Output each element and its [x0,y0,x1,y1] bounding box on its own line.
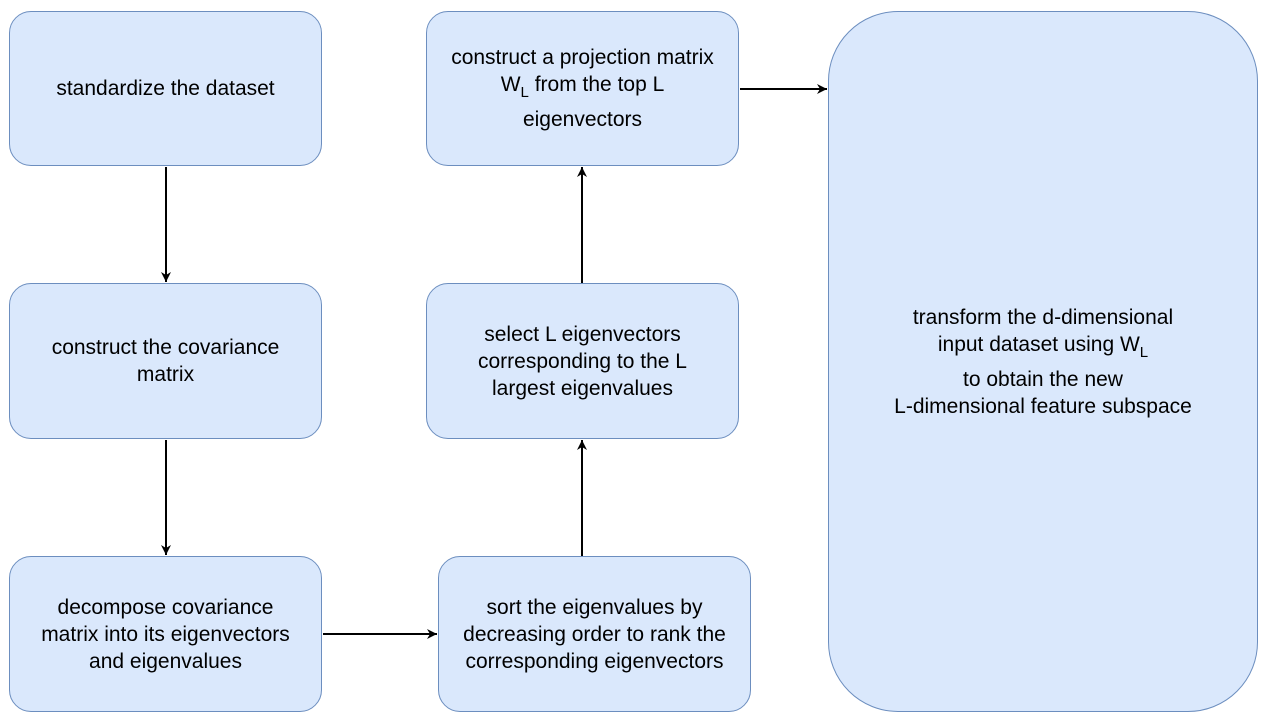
node-decompose-line-3: and eigenvalues [89,649,242,673]
node-covariance: construct the covariance matrix [9,283,322,439]
node-projection-line-1: construct a projection matrix [451,46,714,69]
node-standardize-line-1: standardize the dataset [56,77,275,100]
node-transform-line-1: transform the d-dimensional [912,305,1174,329]
node-sort-line-3: corresponding eigenvectors [465,649,724,673]
node-projection-line-2: WL from the top L [500,71,665,101]
projection-matrix-symbol: W [500,73,521,96]
projection-matrix-subscript: L [520,84,529,101]
node-select-line-3: largest eigenvalues [492,376,673,400]
node-sort: sort the eigenvalues by decreasing order… [438,556,751,712]
node-decompose-line-1: decompose covariance [57,595,274,619]
transform-matrix-subscript: L [1139,343,1149,361]
node-select-line-2: corresponding to the L [478,349,687,373]
node-projection-line-3: eigenvectors [522,108,643,131]
node-transform-line-4: L-dimensional feature subspace [894,394,1192,418]
node-transform-line-3: to obtain the new [963,367,1123,391]
node-select-line-1: select L eigenvectors [484,322,681,346]
node-transform-line-2-text: input dataset using W [937,332,1140,356]
node-decompose: decompose covariance matrix into its eig… [9,556,322,712]
node-projection-line-2-rest: from the top L [528,73,665,96]
node-transform: transform the d-dimensional input datase… [828,11,1258,712]
node-covariance-line-2: matrix [136,363,195,386]
node-decompose-line-2: matrix into its eigenvectors [41,622,290,646]
node-sort-line-1: sort the eigenvalues by [486,595,703,619]
node-covariance-line-1: construct the covariance [51,336,280,359]
node-projection: construct a projection matrix WL from th… [426,11,739,166]
node-select: select L eigenvectors corresponding to t… [426,283,739,439]
node-standardize: standardize the dataset [9,11,322,166]
node-transform-line-2: input dataset using WL [937,331,1149,361]
node-sort-line-2: decreasing order to rank the [463,622,726,646]
